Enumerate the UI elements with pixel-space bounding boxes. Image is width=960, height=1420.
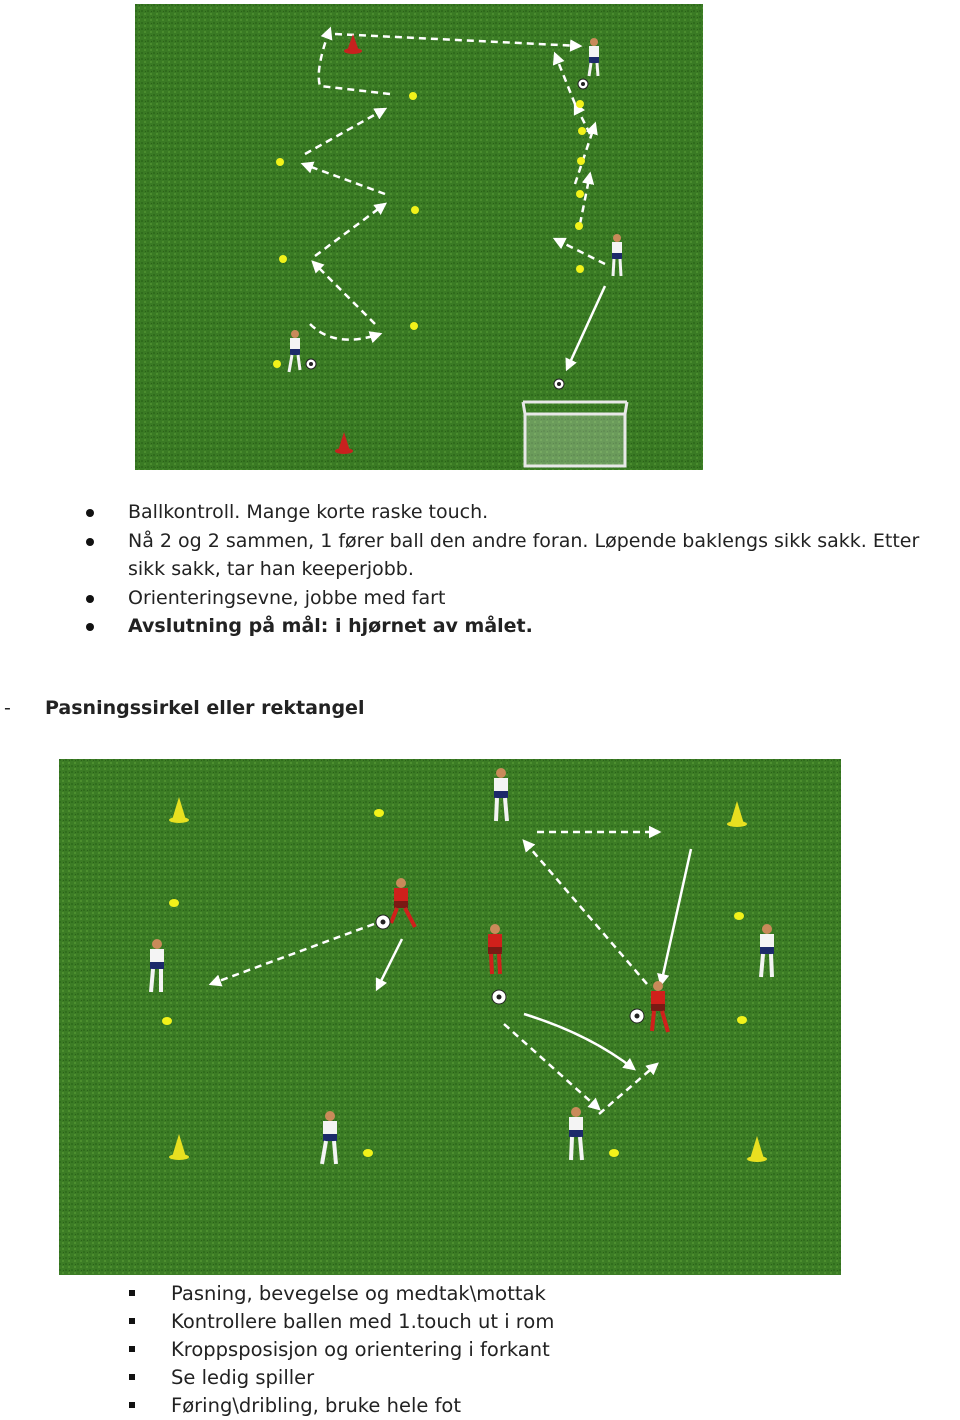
cone-yellow-icon xyxy=(727,801,747,827)
pitch-grass xyxy=(59,759,841,1275)
player-white-icon xyxy=(569,1107,584,1161)
marker-yellow-icon xyxy=(162,809,747,1157)
ball-icon xyxy=(491,989,507,1005)
shot-arrow xyxy=(565,285,607,372)
cone-yellow-icon xyxy=(169,1134,189,1160)
list-item: Avslutning på mål: i hjørnet av målet. xyxy=(80,612,960,641)
player-white-icon xyxy=(759,924,774,978)
cone-red-icon xyxy=(335,432,353,454)
list-item: Pasning, bevegelse og medtak\mottak xyxy=(125,1280,945,1308)
list-item: Ballkontroll. Mange korte raske touch. xyxy=(80,498,960,527)
list-item: Se ledig spiller xyxy=(125,1364,945,1392)
pitch-grass xyxy=(135,4,703,470)
player-white-icon xyxy=(611,234,623,277)
zigzag-drill-diagram xyxy=(135,4,703,470)
list-item: Kontrollere ballen med 1.touch ut i rom xyxy=(125,1308,945,1336)
drill1-bullet-list: Ballkontroll. Mange korte raske touch. N… xyxy=(80,498,960,641)
ball-icon xyxy=(577,78,589,90)
list-item: Kroppsposisjon og orientering i forkant xyxy=(125,1336,945,1364)
player-red-icon xyxy=(650,981,670,1033)
player-red-icon xyxy=(488,924,502,975)
goal-icon xyxy=(521,400,629,468)
list-item: Orienteringsevne, jobbe med fart xyxy=(80,584,960,613)
ball-icon xyxy=(553,378,565,390)
list-item: Føring\dribling, bruke hele fot xyxy=(125,1392,945,1420)
drill2-bullet-list: Pasning, bevegelse og medtak\mottak Kont… xyxy=(125,1280,945,1420)
passing-circle-diagram xyxy=(59,759,841,1275)
cone-yellow-icon xyxy=(747,1136,767,1162)
marker-yellow-icon xyxy=(273,92,586,368)
cone-red-icon xyxy=(344,34,362,54)
ball-icon xyxy=(629,1008,645,1024)
player-white-icon xyxy=(494,768,509,822)
player-red-icon xyxy=(389,878,417,928)
ball-icon xyxy=(305,358,317,370)
cone-yellow-icon xyxy=(169,797,189,823)
player-white-icon xyxy=(587,38,600,77)
player-white-icon xyxy=(287,330,302,373)
player-white-icon xyxy=(149,939,164,993)
heading-dash: - xyxy=(4,697,11,719)
heading-text: Pasningssirkel eller rektangel xyxy=(45,697,365,719)
ball-icon xyxy=(375,914,391,930)
list-item: Nå 2 og 2 sammen, 1 fører ball den andre… xyxy=(80,527,960,584)
player-white-icon xyxy=(320,1111,338,1165)
